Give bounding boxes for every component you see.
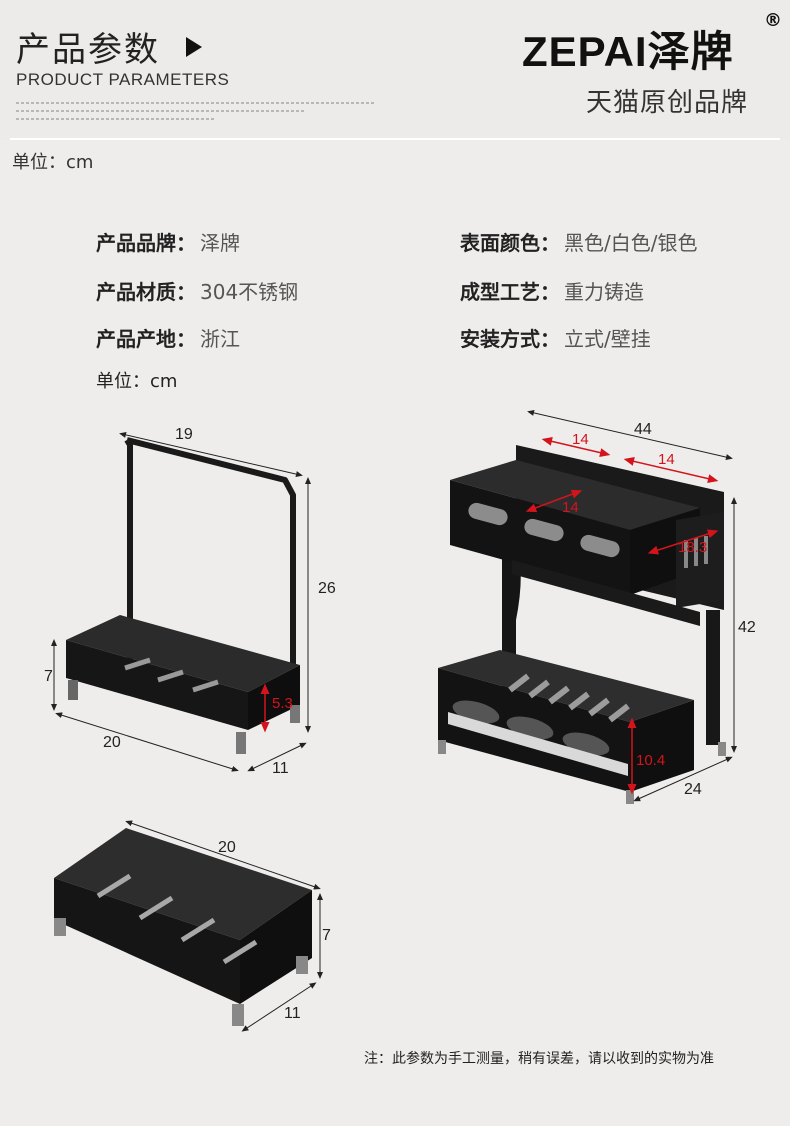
section-title: 产品参数 [16, 30, 160, 70]
param-process: 成型工艺：重力铸造 [460, 276, 644, 305]
dim-small-length: 20 [103, 734, 121, 751]
dim-large-slot-a: 14 [572, 431, 589, 448]
dim-large-slot-b: 14 [658, 451, 675, 468]
param-origin: 产品产地：浙江 [96, 323, 240, 352]
header-bar [0, 0, 790, 140]
param-label: 安装方式： [460, 327, 560, 351]
unit-label-secondary: 单位：cm [96, 371, 178, 392]
large-rack-illustration: 44 14 14 14 18.3 42 10.4 24 [438, 409, 756, 804]
section-subtitle: PRODUCT PARAMETERS [16, 70, 230, 89]
param-value: 304不锈钢 [200, 280, 299, 304]
dim-large-holder: 18.3 [678, 539, 707, 556]
registered-mark: ® [764, 10, 782, 31]
play-arrow-icon [186, 37, 202, 57]
header-divider [10, 138, 780, 140]
param-value: 重力铸造 [564, 280, 644, 304]
brand-logo: ZEPAI泽牌 [522, 28, 734, 75]
dim-large-depth: 24 [684, 781, 702, 798]
dim-small-depth-h: 7 [44, 668, 53, 685]
param-value: 立式/壁挂 [564, 327, 651, 351]
brand-tagline: 天猫原创品牌 [586, 88, 749, 118]
dim-large-slot-c: 14 [562, 499, 579, 516]
dim-small-inner: 5.3 [272, 695, 293, 712]
param-label: 产品产地： [96, 327, 196, 351]
dim-large-height: 42 [738, 619, 756, 636]
param-install: 安装方式：立式/壁挂 [460, 323, 651, 352]
param-label: 成型工艺： [460, 280, 560, 304]
dim-tray-length: 20 [218, 839, 236, 856]
dim-large-bottom: 10.4 [636, 752, 665, 769]
param-brand: 产品品牌：泽牌 [96, 227, 240, 256]
tray-illustration: 20 7 11 [54, 820, 331, 1032]
dim-tray-height: 7 [322, 927, 331, 944]
dim-large-width: 44 [634, 421, 652, 438]
param-label: 产品材质： [96, 280, 196, 304]
dim-tray-depth: 11 [284, 1005, 301, 1022]
dim-small-height: 26 [318, 580, 336, 597]
param-value: 浙江 [200, 327, 240, 351]
param-material: 产品材质：304不锈钢 [96, 276, 298, 305]
dim-small-width: 19 [175, 426, 193, 443]
param-label: 产品品牌： [96, 231, 196, 255]
param-label: 表面颜色： [460, 231, 560, 255]
decorative-lines [16, 102, 376, 126]
dim-small-depth: 11 [272, 760, 289, 777]
unit-label: 单位：cm [12, 152, 94, 173]
param-color: 表面颜色：黑色/白色/银色 [460, 227, 697, 256]
small-rack-illustration: 19 26 7 20 5.3 11 [44, 426, 336, 777]
param-value: 黑色/白色/银色 [564, 231, 698, 255]
measurement-note: 注：此参数为手工测量，稍有误差，请以收到的实物为准 [364, 1051, 714, 1067]
param-value: 泽牌 [200, 231, 240, 255]
